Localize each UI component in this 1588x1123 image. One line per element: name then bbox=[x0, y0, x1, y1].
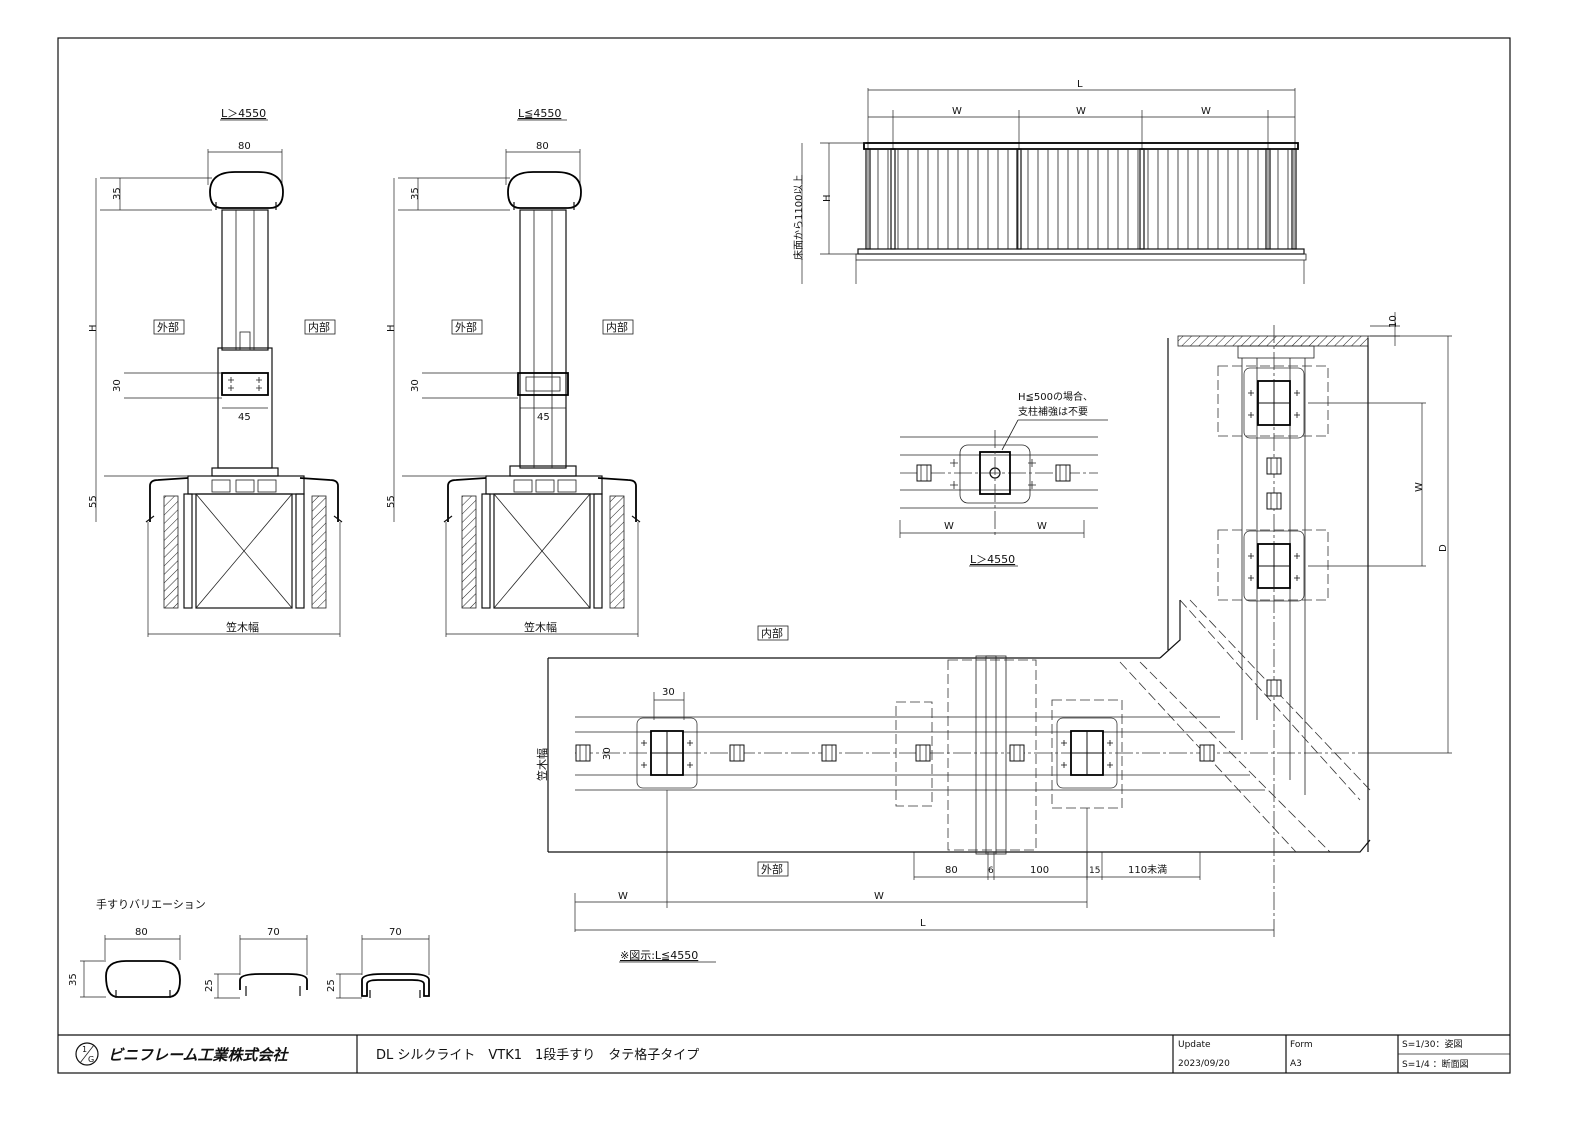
var-dim-35: 35 bbox=[68, 973, 79, 986]
plan-dim-110: 110未満 bbox=[1128, 864, 1167, 876]
plan-balusters bbox=[575, 457, 1282, 762]
drawing-title: DL シルクライト VTK1 1段手すり タテ格子タイプ bbox=[376, 1047, 699, 1063]
plan-baluster bbox=[821, 744, 837, 762]
variation-title: 手すりバリエーション bbox=[96, 897, 206, 911]
dim-H: H bbox=[88, 324, 99, 332]
plan-baluster bbox=[1266, 457, 1282, 475]
form-value: A3 bbox=[1290, 1059, 1302, 1069]
detail-title: L＞4550 bbox=[970, 553, 1015, 566]
detail-dim-W1: W bbox=[944, 521, 954, 532]
update-label: Update bbox=[1178, 1040, 1211, 1050]
section-long-title: L＞4550 bbox=[221, 107, 266, 120]
dim-30b: 30 bbox=[410, 379, 421, 392]
plan-dim-W2: W bbox=[874, 891, 884, 902]
elevation-post bbox=[890, 148, 896, 250]
elevation-view: L W W W H 床面から1100以上 bbox=[792, 79, 1307, 284]
dim-30: 30 bbox=[112, 379, 123, 392]
floor-height-note: 床面から1100以上 bbox=[792, 175, 805, 260]
plan-baluster bbox=[1266, 492, 1282, 510]
detail-note-1: H≦500の場合、 bbox=[1018, 390, 1093, 403]
plan-dim-100: 100 bbox=[1030, 865, 1049, 876]
company-logo-icon: 1 G bbox=[75, 1042, 99, 1066]
plan-baluster bbox=[915, 744, 931, 762]
title-block: 1 G ビニフレーム工業株式会社 DL シルクライト VTK1 1段手すり タテ… bbox=[58, 1034, 1510, 1073]
plan-dim-L: L bbox=[920, 918, 926, 929]
elev-dim-W1: W bbox=[952, 106, 962, 117]
label-outer: 外部 bbox=[157, 320, 179, 334]
var-dim-70b: 70 bbox=[389, 927, 402, 938]
svg-text:G: G bbox=[88, 1055, 94, 1064]
plan-baluster bbox=[575, 744, 591, 762]
illustration-note: ※図示:L≦4550 bbox=[620, 949, 698, 962]
plan-label-outer: 外部 bbox=[761, 862, 783, 876]
kasagi-width-label-b: 笠木幅 bbox=[524, 620, 557, 634]
dim-55b: 55 bbox=[386, 495, 397, 508]
plan-dim-15: 15 bbox=[1089, 866, 1100, 876]
dim-45b: 45 bbox=[537, 412, 550, 423]
var-dim-70a: 70 bbox=[267, 927, 280, 938]
label-inner-b: 内部 bbox=[606, 320, 628, 334]
scale-elevation: S=1/30：姿図 bbox=[1402, 1038, 1462, 1050]
plan-dim-D: D bbox=[1438, 544, 1449, 552]
plan-dim-30: 30 bbox=[662, 687, 675, 698]
detail-dim-W2: W bbox=[1037, 521, 1047, 532]
elev-dim-H: H bbox=[822, 194, 833, 202]
dim-80b: 80 bbox=[536, 141, 549, 152]
dim-35: 35 bbox=[112, 187, 123, 200]
plan-baluster bbox=[729, 744, 745, 762]
svg-text:1: 1 bbox=[82, 1045, 87, 1054]
elev-dim-L: L bbox=[1077, 79, 1083, 90]
update-date: 2023/09/20 bbox=[1178, 1059, 1230, 1069]
elevation-post bbox=[1016, 148, 1022, 250]
section-short-title: L≦4550 bbox=[518, 107, 561, 120]
company-name: ビニフレーム工業株式会社 bbox=[108, 1046, 290, 1064]
dim-Hb: H bbox=[386, 324, 397, 332]
elev-dim-W3: W bbox=[1201, 106, 1211, 117]
dim-45: 45 bbox=[238, 412, 251, 423]
var-dim-25a: 25 bbox=[204, 979, 215, 992]
plan-dim-30v: 30 bbox=[602, 747, 613, 760]
plan-dim-6: 6 bbox=[988, 866, 994, 876]
dim-35b: 35 bbox=[410, 187, 421, 200]
plan-baluster bbox=[1199, 744, 1215, 762]
dim-55: 55 bbox=[88, 495, 99, 508]
detail-note-2: 支柱補強は不要 bbox=[1018, 405, 1088, 418]
scale-section: S=1/4 ：断面図 bbox=[1402, 1058, 1469, 1070]
plan-view: 内部 外部 bbox=[535, 312, 1452, 963]
elevation-balusters bbox=[865, 148, 1297, 250]
detail-view: H≦500の場合、 支柱補強は不要 W W L＞4550 bbox=[899, 390, 1108, 567]
dim-80: 80 bbox=[238, 141, 251, 152]
elev-dim-W2: W bbox=[1076, 106, 1086, 117]
label-outer-b: 外部 bbox=[455, 320, 477, 334]
plan-dim-W1: W bbox=[618, 891, 628, 902]
elevation-post bbox=[1139, 148, 1145, 250]
var-dim-80: 80 bbox=[135, 927, 148, 938]
section-view-long: L＞4550 80 35 H 30 45 外部 内部 bbox=[88, 107, 343, 637]
plan-dim-10: 10 bbox=[1388, 315, 1399, 328]
var-dim-25b: 25 bbox=[326, 979, 337, 992]
kasagi-width-label: 笠木幅 bbox=[226, 620, 259, 634]
plan-label-inner: 内部 bbox=[761, 626, 783, 640]
plan-kasagi-width: 笠木幅 bbox=[535, 748, 549, 781]
form-label: Form bbox=[1290, 1040, 1313, 1050]
handrail-variations: 手すりバリエーション 80 35 70 25 70 25 bbox=[68, 897, 430, 999]
plan-dim-W3: W bbox=[1414, 482, 1425, 492]
plan-baluster bbox=[1266, 679, 1282, 697]
section-view-short: L≦4550 80 35 H 30 45 外部 内部 55 bbox=[386, 107, 641, 637]
label-inner: 内部 bbox=[308, 320, 330, 334]
plan-baluster bbox=[1009, 744, 1025, 762]
sheet-border bbox=[57, 37, 1511, 1074]
plan-dim-80: 80 bbox=[945, 865, 958, 876]
